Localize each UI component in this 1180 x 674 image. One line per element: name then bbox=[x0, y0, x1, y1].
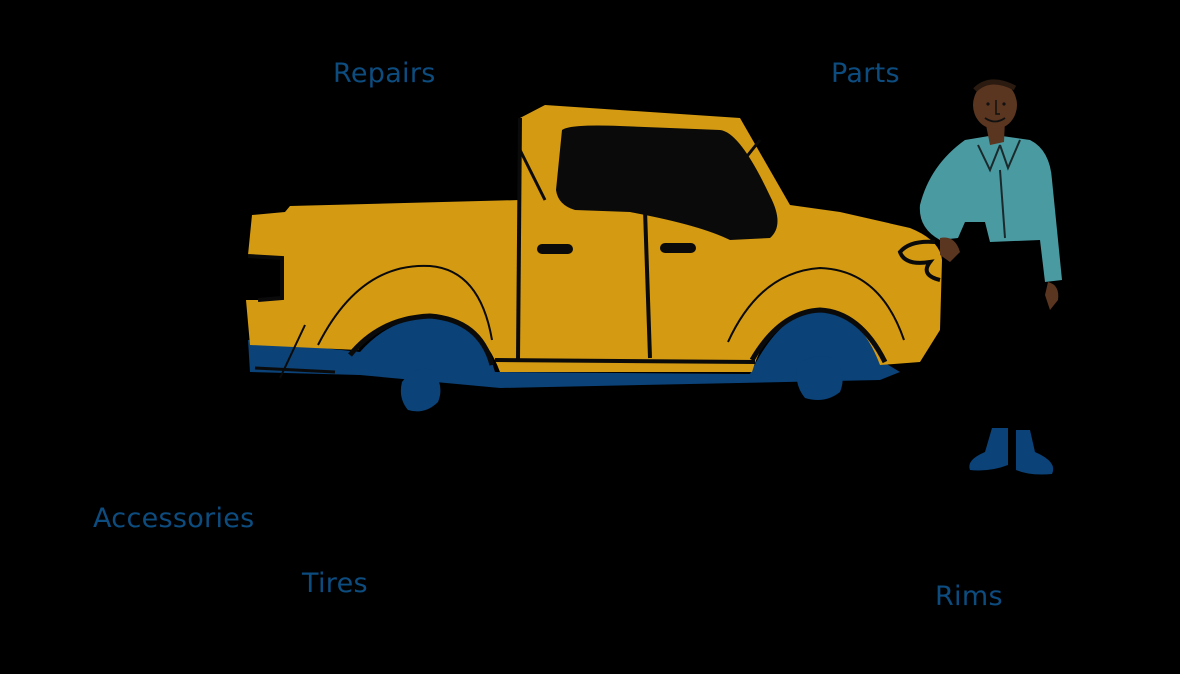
repairs-label[interactable]: Repairs bbox=[333, 58, 436, 89]
person-figure bbox=[919, 79, 1062, 475]
rims-label[interactable]: Rims bbox=[935, 581, 1003, 612]
accessories-label[interactable]: Accessories bbox=[93, 503, 255, 534]
front-wheel bbox=[796, 356, 843, 400]
tires-label[interactable]: Tires bbox=[302, 568, 368, 599]
truck-body bbox=[246, 105, 942, 379]
undercarriage-shadow bbox=[248, 310, 900, 388]
rear-wheel bbox=[400, 368, 441, 412]
parts-label[interactable]: Parts bbox=[831, 58, 900, 89]
